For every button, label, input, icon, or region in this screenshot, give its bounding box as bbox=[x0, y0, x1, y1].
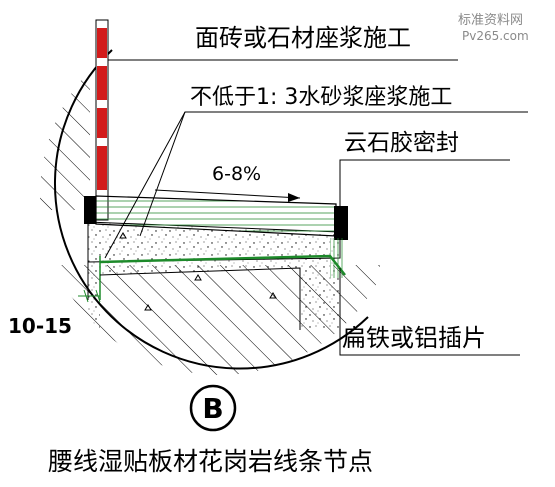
label-insert: 扁铁或铝插片 bbox=[342, 324, 486, 352]
gap-tick bbox=[83, 289, 89, 303]
caption: 腰线湿贴板材花岗岩线条节点 bbox=[48, 447, 373, 476]
detail-marker-letter: B bbox=[202, 392, 223, 425]
leader-sealant bbox=[339, 159, 510, 210]
label-slope: 6-8% bbox=[212, 163, 261, 185]
label-sealant: 云石胶密封 bbox=[344, 130, 459, 156]
slope-arrowhead bbox=[288, 193, 300, 202]
brick-4 bbox=[97, 146, 107, 190]
wall-hatch bbox=[40, 15, 90, 210]
watermark-line2: Pv265.com bbox=[462, 29, 529, 43]
sealant-block bbox=[334, 206, 348, 240]
label-top-finish: 面砖或石材座浆施工 bbox=[195, 24, 411, 52]
leader-insert bbox=[339, 268, 520, 356]
concrete-marker bbox=[269, 292, 277, 299]
brick-3 bbox=[97, 108, 107, 138]
joint-filler bbox=[84, 196, 96, 224]
gap-tick bbox=[95, 289, 101, 303]
brick-1 bbox=[97, 28, 107, 58]
concrete-marker bbox=[144, 304, 152, 311]
detail-marker-circle bbox=[189, 384, 237, 432]
concrete-base bbox=[88, 258, 340, 330]
slope-arrow bbox=[154, 189, 301, 199]
support-outline bbox=[99, 267, 301, 330]
section-content bbox=[40, 15, 380, 375]
brick-2 bbox=[97, 66, 107, 100]
label-mortar: 不低于1: 3水砂浆座浆施工 bbox=[190, 85, 452, 110]
leader-mortar-2 bbox=[139, 111, 186, 237]
concrete-marker bbox=[119, 232, 127, 239]
watermark-line1: 标准资料网 bbox=[458, 13, 523, 28]
label-gap: 10-15 bbox=[8, 314, 72, 338]
concrete-marker bbox=[194, 274, 202, 281]
